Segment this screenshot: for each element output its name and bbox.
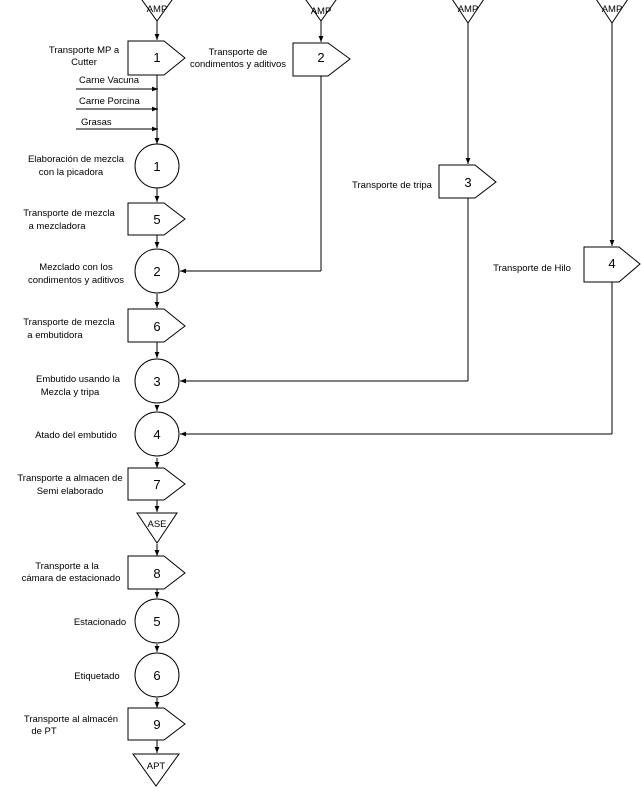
transport-8-label-line2: cámara de estacionado bbox=[22, 573, 121, 584]
transport-3: 3 bbox=[438, 164, 497, 199]
operation-2-label-line2: condimentos y aditivos bbox=[28, 275, 124, 286]
storage-label: AMP bbox=[311, 6, 332, 17]
transport-2: 2 bbox=[292, 42, 351, 77]
operation-6: 6 bbox=[134, 652, 180, 698]
storage-label: APT bbox=[147, 761, 166, 772]
storage-amp-3: AMP bbox=[452, 0, 484, 24]
transport-8-label: Transporte a la bbox=[35, 561, 99, 572]
operation-2-label: Mezclado con los bbox=[39, 262, 113, 273]
transport-1-label: Transporte MP a bbox=[49, 45, 120, 56]
transport-number: 8 bbox=[153, 566, 160, 581]
storage-apt: APT bbox=[132, 753, 180, 787]
transport-5-label-line2: a mezcladora bbox=[28, 221, 86, 232]
transport-2-label: Transporte de bbox=[209, 47, 268, 58]
transport-3-label: Transporte de tripa bbox=[352, 180, 433, 191]
operation-number: 4 bbox=[153, 427, 160, 442]
storage-amp-1: AMP bbox=[141, 0, 173, 22]
storage-ase: ASE bbox=[136, 512, 178, 544]
transport-number: 9 bbox=[153, 717, 160, 732]
input-label-carne-porcina: Carne Porcina bbox=[79, 96, 140, 107]
transport-9-label: Transporte al almacén bbox=[24, 714, 118, 725]
storage-label: ASE bbox=[147, 519, 166, 530]
transport-7: 7 bbox=[127, 467, 186, 501]
operation-3: 3 bbox=[134, 358, 180, 404]
operation-number: 1 bbox=[153, 159, 160, 174]
transport-number: 6 bbox=[153, 319, 160, 334]
operation-5-label: Estacionado bbox=[74, 617, 126, 628]
input-label-grasas: Grasas bbox=[81, 117, 112, 128]
storage-label: AMP bbox=[458, 4, 479, 15]
transport-2-label-line2: condimentos y aditivos bbox=[190, 59, 286, 70]
transport-number: 7 bbox=[153, 477, 160, 492]
transport-number: 2 bbox=[317, 50, 324, 65]
transport-5: 5 bbox=[127, 202, 186, 236]
operation-1-label-line2: con la picadora bbox=[39, 167, 104, 178]
transport-1: 1 bbox=[127, 40, 186, 76]
transport-6-label: Transporte de mezcla bbox=[23, 317, 115, 328]
transport-number: 5 bbox=[153, 212, 160, 227]
transport-4-label: Transporte de Hilo bbox=[493, 263, 571, 274]
input-label-carne-vacuna: Carne Vacuna bbox=[79, 75, 140, 86]
transport-1-label-line2: Cutter bbox=[71, 57, 97, 68]
storage-amp-2: AMP bbox=[305, 0, 337, 22]
storage-amp-4: AMP bbox=[596, 0, 628, 24]
operation-3-label-line2: Mezcla y tripa bbox=[41, 387, 100, 398]
transport-9-label-line2: de PT bbox=[31, 726, 57, 737]
transport-number: 4 bbox=[608, 256, 615, 271]
transport-4: 4 bbox=[583, 246, 641, 283]
operation-1: 1 bbox=[134, 143, 180, 189]
storage-label: AMP bbox=[147, 4, 168, 15]
transport-8: 8 bbox=[127, 555, 186, 590]
transport-9: 9 bbox=[127, 707, 186, 741]
transport-6: 6 bbox=[127, 308, 186, 343]
operation-3-label: Embutido usando la bbox=[36, 374, 121, 385]
operation-number: 3 bbox=[153, 374, 160, 389]
operation-2: 2 bbox=[134, 248, 180, 294]
operation-number: 2 bbox=[153, 264, 160, 279]
operation-4-label: Atado del embutido bbox=[35, 430, 117, 441]
operation-6-label: Etiquetado bbox=[74, 671, 119, 682]
operation-number: 5 bbox=[153, 614, 160, 629]
transport-7-label-line2: Semi elaborado bbox=[37, 486, 104, 497]
transport-number: 1 bbox=[153, 50, 160, 65]
operation-number: 6 bbox=[153, 668, 160, 683]
transport-7-label: Transporte a almacen de bbox=[17, 473, 122, 484]
storage-label: AMP bbox=[602, 4, 623, 15]
transport-number: 3 bbox=[464, 175, 471, 190]
operation-1-label: Elaboración de mezcla bbox=[28, 154, 125, 165]
transport-6-label-line2: a embutidora bbox=[27, 330, 83, 341]
transport-5-label: Transporte de mezcla bbox=[23, 208, 115, 219]
operation-4: 4 bbox=[134, 411, 180, 457]
operation-5: 5 bbox=[134, 598, 180, 644]
